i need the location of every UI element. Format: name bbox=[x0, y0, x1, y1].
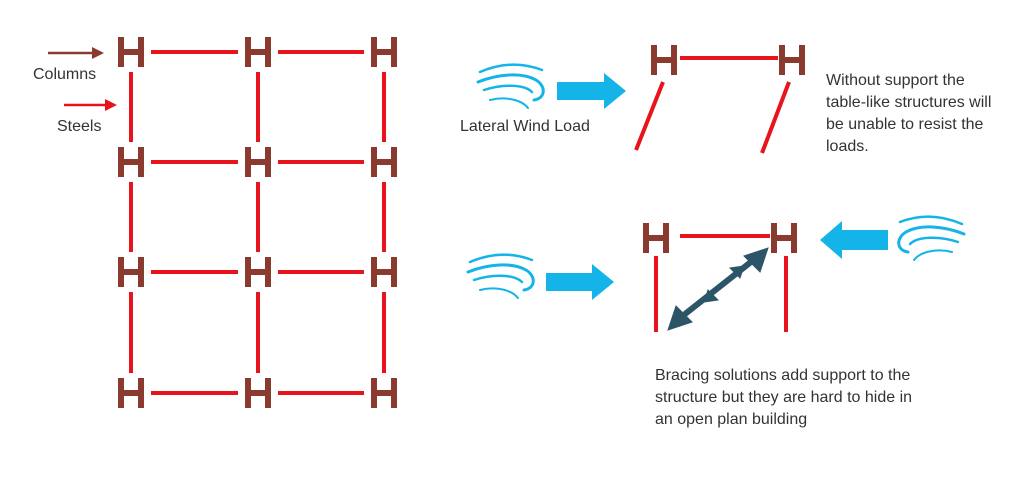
bracing-solution-note: Bracing solutions add support to the str… bbox=[655, 367, 913, 428]
wind-gust-icon bbox=[897, 215, 966, 261]
unbraced-left-leg bbox=[634, 81, 665, 151]
steels-label: Steels bbox=[57, 118, 102, 135]
column-icon bbox=[779, 45, 805, 75]
column-icon bbox=[371, 37, 397, 67]
wind-gust-icon bbox=[466, 253, 535, 299]
column-icon bbox=[118, 147, 144, 177]
steels-pointer-arrow bbox=[64, 99, 117, 111]
frame-grid bbox=[118, 37, 397, 408]
wind-gust-icon bbox=[476, 63, 545, 109]
wind-direction-arrow-icon bbox=[820, 221, 888, 259]
horizontal-steel-beams bbox=[151, 50, 364, 395]
braced-frame bbox=[643, 223, 797, 332]
column-icon bbox=[118, 37, 144, 67]
wind-direction-arrow-icon bbox=[557, 73, 626, 109]
column-icon bbox=[371, 378, 397, 408]
column-icon bbox=[245, 37, 271, 67]
wind-direction-arrow-icon bbox=[546, 264, 614, 300]
column-icon bbox=[643, 223, 669, 253]
unsupported-structure-note: Without support the table-like structure… bbox=[826, 72, 992, 155]
lateral-wind-load-label: Lateral Wind Load bbox=[460, 118, 590, 135]
diagonal-brace-icon bbox=[667, 247, 769, 331]
unbraced-right-leg bbox=[760, 81, 791, 154]
columns-label: Columns bbox=[33, 66, 97, 83]
column-icon bbox=[118, 257, 144, 287]
column-icon bbox=[245, 257, 271, 287]
column-icon bbox=[371, 257, 397, 287]
column-icon bbox=[245, 378, 271, 408]
columns-pointer-arrow bbox=[48, 47, 104, 59]
column-icon bbox=[245, 147, 271, 177]
vertical-steel-members bbox=[129, 72, 386, 373]
unbraced-frame bbox=[634, 45, 805, 154]
column-icon bbox=[651, 45, 677, 75]
column-icon bbox=[118, 378, 144, 408]
column-icon bbox=[371, 147, 397, 177]
column-icon bbox=[771, 223, 797, 253]
